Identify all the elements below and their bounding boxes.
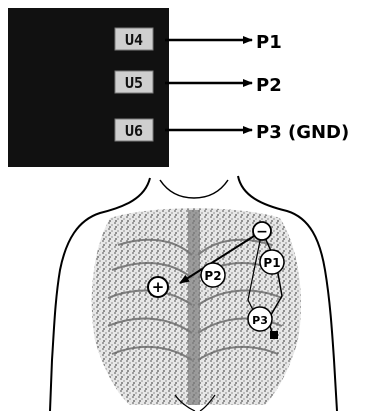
- electrode-minus: −: [253, 222, 271, 240]
- pin-label-3: U6: [125, 122, 143, 140]
- electrode-p2: P2: [201, 263, 225, 287]
- spine: [188, 210, 200, 405]
- pin-label-2: U5: [125, 74, 143, 92]
- electrode-p3-label: P3: [252, 314, 268, 327]
- device-pin-3: U6: [115, 119, 153, 141]
- target-label-p2: P2: [256, 75, 282, 96]
- target-label-p1: P1: [256, 32, 282, 53]
- electrode-plus-sign: +: [152, 278, 165, 296]
- device-pin-2: U5: [115, 71, 153, 93]
- p3-connector: [270, 331, 278, 339]
- target-label-p3: P3 (GND): [256, 122, 349, 143]
- electrode-p3: P3: [248, 307, 272, 331]
- device-pin-1: U4: [115, 28, 153, 50]
- electrode-p1-label: P1: [263, 256, 280, 270]
- electrode-plus: +: [148, 277, 168, 297]
- electrode-minus-sign: −: [256, 224, 268, 240]
- electrode-p1: P1: [260, 250, 284, 274]
- pin-label-1: U4: [125, 31, 143, 49]
- electrode-p2-label: P2: [204, 269, 221, 283]
- torso-figure: [50, 176, 337, 411]
